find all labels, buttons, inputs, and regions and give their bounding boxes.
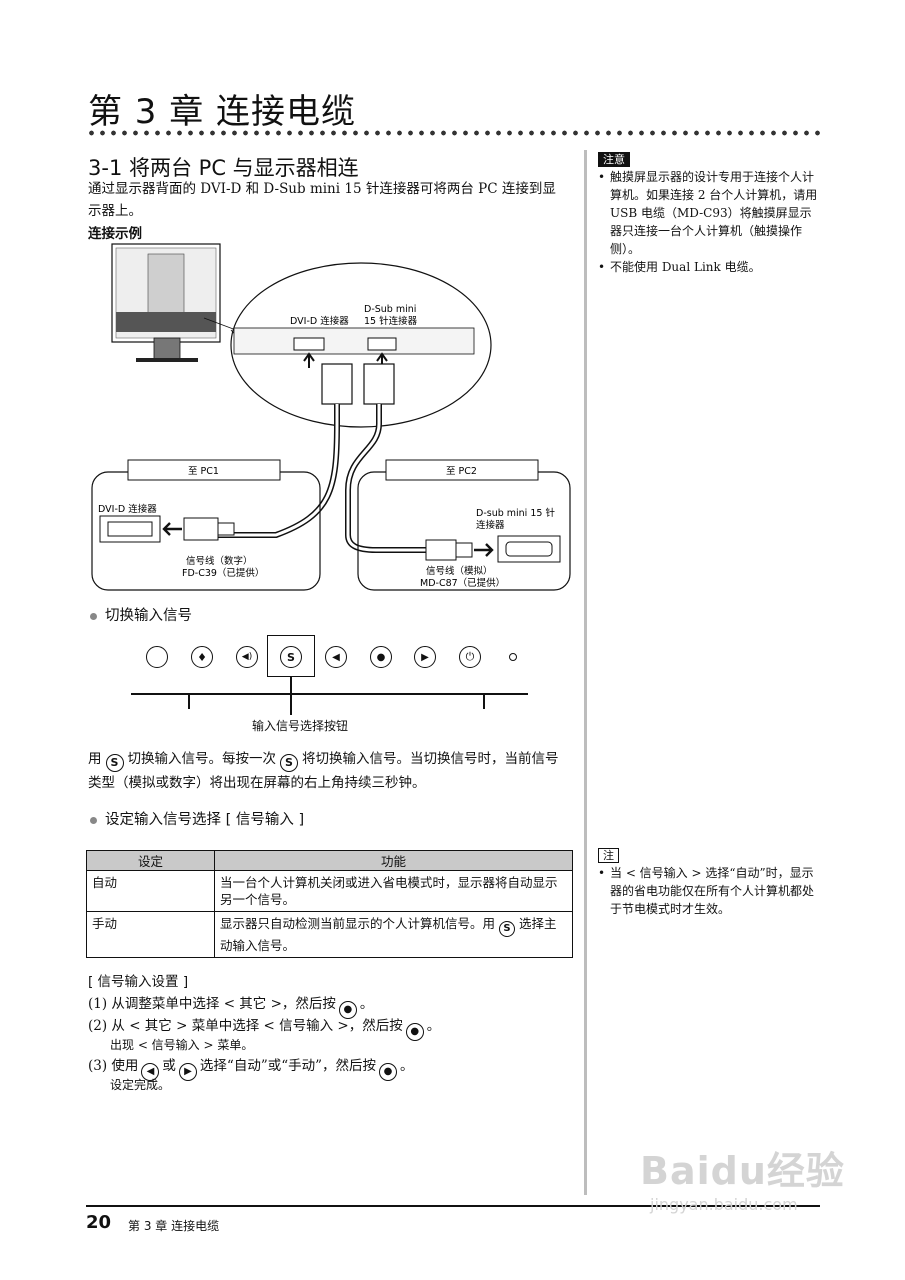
power-icon: ⏻ xyxy=(459,646,481,668)
setting-heading-text: 设定输入信号选择 [ 信号输入 ] xyxy=(105,812,305,828)
baidu-watermark: Baidu经验 jingyan.baidu.com xyxy=(640,1140,870,1260)
note-list: •当 < 信号输入 > 选择“自动”时，显示器的省电功能仅在所有个人计算机都处于… xyxy=(598,864,820,918)
pc1-connector-label: DVI-D 连接器 xyxy=(98,503,157,515)
input-select-icon: S xyxy=(280,646,302,668)
blank-button-icon xyxy=(146,646,168,668)
input-select-inline-icon: S xyxy=(105,754,124,772)
enter-icon: ● xyxy=(379,1063,398,1081)
right-arrow-icon: ▶ xyxy=(178,1063,197,1081)
desc-part1: 用 xyxy=(88,751,102,767)
volume-icon: ◀) xyxy=(236,646,258,668)
example-label: 连接示例 xyxy=(88,226,142,242)
step-1: (1) 从调整菜单中选择 < 其它 >，然后按●。 xyxy=(88,992,373,1019)
chapter-title: 第 3 章 连接电缆 xyxy=(88,92,357,132)
eco-icon: ♦ xyxy=(191,646,213,668)
dsub-connector-label-1: D-Sub mini xyxy=(364,304,416,315)
column-divider xyxy=(584,150,587,1195)
enter-icon: ● xyxy=(338,1001,357,1019)
footer-rule xyxy=(86,1205,820,1207)
list-item: •当 < 信号输入 > 选择“自动”时，显示器的省电功能仅在所有个人计算机都处于… xyxy=(598,866,815,916)
desc-part2: 切换输入信号。每按一次 xyxy=(127,751,277,767)
bullet-dot xyxy=(90,816,97,824)
input-select-inline-icon: S xyxy=(280,754,298,772)
connection-diagram: DVI-D 连接器 D-Sub mini 15 针连接器 至 PC1 DVI-D… xyxy=(91,243,571,591)
list-item: •不能使用 Dual Link 电缆。 xyxy=(598,260,761,274)
section-title: 3-1 将两台 PC 与显示器相连 xyxy=(88,156,359,180)
switch-input-heading-text: 切换输入信号 xyxy=(105,608,192,624)
pc2-connector-label-2: 连接器 xyxy=(476,519,505,531)
enter-icon: ● xyxy=(405,1023,424,1041)
left-arrow-icon: ◀ xyxy=(325,646,347,668)
cable1-label-1: 信号线（数字） xyxy=(186,555,253,567)
cable1-label-2: FD-C39（已提供） xyxy=(182,567,264,579)
list-item: •触摸屏显示器的设计专用于连接个人计算机。如果连接 2 台个人计算机，请用 US… xyxy=(598,170,818,256)
column-header-function: 功能 xyxy=(214,850,573,871)
cable2-label-2: MD-C87（已提供） xyxy=(420,577,505,589)
table-cell: 手动 xyxy=(86,911,215,958)
left-arrow-icon: ◀ xyxy=(141,1063,160,1081)
switch-input-heading: 切换输入信号 xyxy=(90,604,192,625)
monitor-back-illustration xyxy=(111,243,221,362)
bullet-dot xyxy=(90,612,97,620)
setting-heading: 设定输入信号选择 [ 信号输入 ] xyxy=(90,808,304,829)
step-3: (3) 使用◀或▶选择“自动”或“手动”，然后按●。 xyxy=(88,1054,414,1081)
input-select-inline-icon: S xyxy=(499,921,516,937)
table-cell: 当一台个人计算机关闭或进入省电模式时，显示器将自动显示另一个信号。 xyxy=(214,870,573,912)
to-pc2-label: 至 PC2 xyxy=(446,466,477,477)
watermark-url: jingyan.baidu.com xyxy=(650,1195,798,1214)
power-led-icon xyxy=(509,653,517,661)
dvi-connector-label: DVI-D 连接器 xyxy=(290,315,349,327)
note-caution-list: •触摸屏显示器的设计专用于连接个人计算机。如果连接 2 台个人计算机，请用 US… xyxy=(598,168,820,276)
pc2-connector-label-1: D-sub mini 15 针 xyxy=(476,507,555,519)
panel-tick-right xyxy=(483,693,485,709)
page-number: 20 xyxy=(86,1212,112,1233)
panel-tick-left xyxy=(188,693,190,709)
input-select-callout: 输入信号选择按钮 xyxy=(252,719,349,733)
step-2-result: 出现 < 信号输入 > 菜单。 xyxy=(110,1038,254,1052)
watermark-logo-text: Baidu经验 xyxy=(640,1149,845,1193)
steps-title: [ 信号输入设置 ] xyxy=(88,974,189,990)
note-tag: 注 xyxy=(598,848,619,863)
section-intro: 通过显示器背面的 DVI-D 和 D-Sub mini 15 针连接器可将两台 … xyxy=(88,181,556,219)
callout-pointer xyxy=(290,677,292,715)
right-arrow-icon: ▶ xyxy=(414,646,436,668)
dsub-connector-label-2: 15 针连接器 xyxy=(364,315,418,327)
table-cell: 自动 xyxy=(86,870,215,912)
step-2: (2) 从 < 其它 > 菜单中选择 < 信号输入 >，然后按●。 xyxy=(88,1014,440,1041)
footer-chapter-label: 第 3 章 连接电缆 xyxy=(128,1219,220,1233)
cable2-label-1: 信号线（模拟） xyxy=(426,565,493,577)
step-3-result: 设定完成。 xyxy=(110,1078,171,1092)
setting-table: 设定 功能 自动 当一台个人计算机关闭或进入省电模式时，显示器将自动显示另一个信… xyxy=(86,850,573,958)
to-pc1-label: 至 PC1 xyxy=(188,466,219,477)
title-dotted-rule xyxy=(86,130,820,136)
desc-part3: 将切换输入信号。当切换信号时，当前信号类型（模拟或数字）将出现在屏幕的右上角持续… xyxy=(88,751,559,791)
input-button-highlight-box xyxy=(267,635,315,677)
zoom-callout-ellipse xyxy=(230,262,492,428)
column-header-setting: 设定 xyxy=(86,850,215,871)
panel-edge-line xyxy=(131,693,528,695)
enter-icon: ● xyxy=(370,646,392,668)
table-row: 自动 当一台个人计算机关闭或进入省电模式时，显示器将自动显示另一个信号。 xyxy=(86,870,573,912)
table-header-row: 设定 功能 xyxy=(86,850,573,871)
note-caution-tag: 注意 xyxy=(598,152,630,167)
